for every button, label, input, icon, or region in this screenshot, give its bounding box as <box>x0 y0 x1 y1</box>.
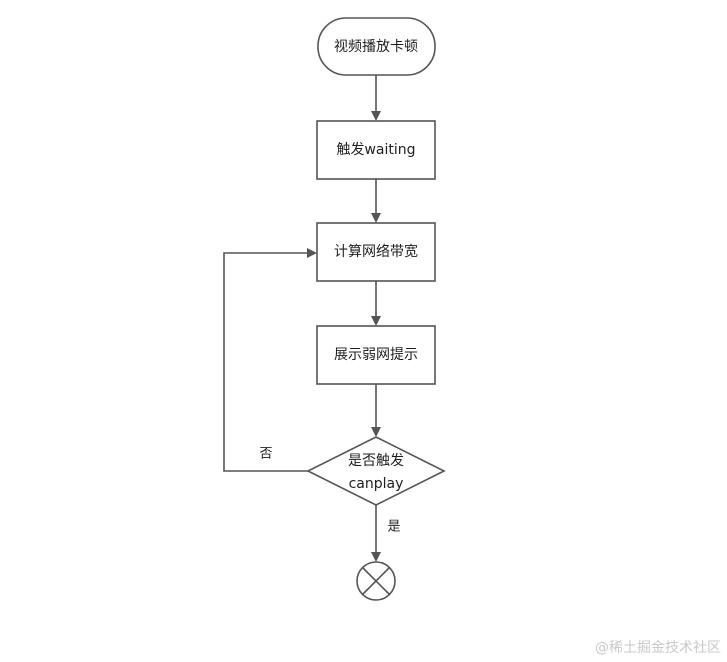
waiting-node: 触发waiting <box>316 120 436 180</box>
start-node: 视频播放卡顿 <box>317 17 436 76</box>
watermark: @稀土掘金技术社区 <box>595 640 721 656</box>
bandwidth-node: 计算网络带宽 <box>316 222 436 282</box>
end-node-x-circle-icon <box>356 561 396 601</box>
start-node-label: 视频播放卡顿 <box>334 39 418 55</box>
edge-no-label: 否 <box>259 447 272 462</box>
edge-decision-no-loop <box>223 248 317 472</box>
bandwidth-node-label: 计算网络带宽 <box>334 243 418 260</box>
weak-tip-node: 展示弱网提示 <box>316 325 436 385</box>
decision-node: 是否触发 canplay <box>306 436 446 506</box>
waiting-node-label: 触发waiting <box>336 142 415 158</box>
weak-tip-node-label: 展示弱网提示 <box>334 347 418 363</box>
edge-yes-label: 是 <box>387 520 400 535</box>
decision-label-line1: 是否触发 <box>348 453 404 469</box>
decision-label-line2: canplay <box>349 476 404 492</box>
